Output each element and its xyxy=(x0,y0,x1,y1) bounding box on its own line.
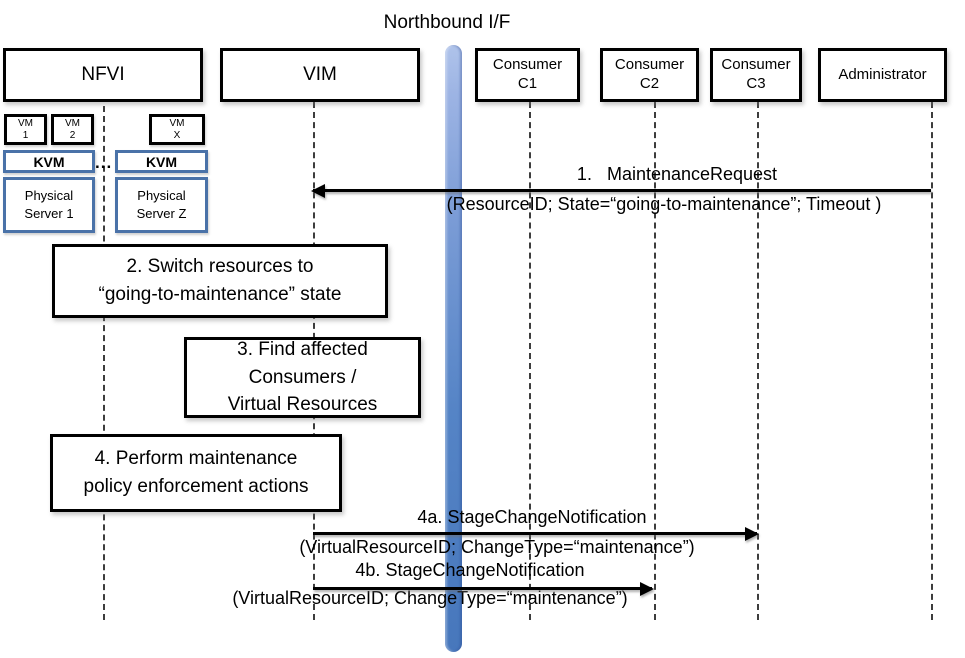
message-4a-arrow xyxy=(313,527,759,541)
vm-2-box: VM 2 xyxy=(51,114,94,145)
kvm-right-box: KVM xyxy=(115,150,208,173)
lifeline-administrator xyxy=(931,102,933,620)
actor-consumer-c3: Consumer C3 xyxy=(710,48,802,102)
ellipsis: ... xyxy=(95,153,113,172)
lifeline-consumer-c2 xyxy=(654,102,656,620)
physical-server-1-box: Physical Server 1 xyxy=(3,177,95,233)
arrowhead-right-icon xyxy=(745,527,759,541)
vm-x-box: VM X xyxy=(149,114,205,145)
actor-vim: VIM xyxy=(220,48,420,102)
arrowhead-right-icon xyxy=(640,582,654,596)
message-4a-title: 4a. StageChangeNotification xyxy=(417,507,647,527)
actor-nfvi: NFVI xyxy=(3,48,203,102)
message-1-arrow xyxy=(311,184,931,198)
process-box-2-switch-resources: 2. Switch resources to “going-to-mainten… xyxy=(52,244,388,318)
lifeline-nfvi xyxy=(103,106,105,620)
message-1-params: (ResourceID; State=“going-to-maintenance… xyxy=(446,194,882,214)
kvm-left-box: KVM xyxy=(3,150,95,173)
process-box-4-policy-enforcement: 4. Perform maintenance policy enforcemen… xyxy=(50,434,342,512)
vm-1-box: VM 1 xyxy=(4,114,47,145)
message-4b-params: (VirtualResourceID; ChangeType=“maintena… xyxy=(232,588,628,608)
physical-server-z-box: Physical Server Z xyxy=(115,177,208,233)
lifeline-consumer-c1 xyxy=(529,102,531,620)
actor-consumer-c2: Consumer C2 xyxy=(600,48,699,102)
message-4b-title: 4b. StageChangeNotification xyxy=(355,560,585,580)
diagram-title: Northbound I/F xyxy=(383,12,511,33)
actor-administrator: Administrator xyxy=(818,48,947,102)
process-box-3-find-affected: 3. Find affected Consumers / Virtual Res… xyxy=(184,337,421,418)
actor-consumer-c1: Consumer C1 xyxy=(475,48,580,102)
message-4a-params: (VirtualResourceID; ChangeType=“maintena… xyxy=(299,537,695,557)
lifeline-consumer-c3 xyxy=(757,102,759,620)
message-4b-arrow xyxy=(313,582,654,596)
northbound-interface-bar xyxy=(445,45,462,652)
arrowhead-left-icon xyxy=(311,184,325,198)
message-1-title: 1. MaintenanceRequest xyxy=(576,164,778,184)
